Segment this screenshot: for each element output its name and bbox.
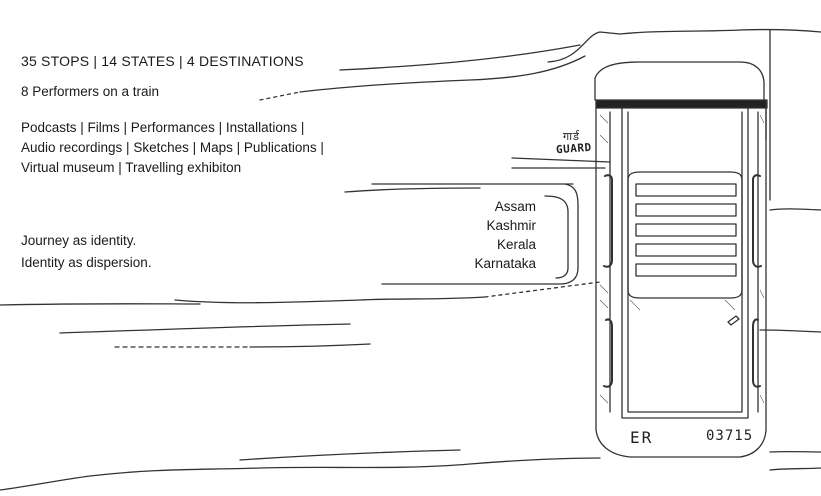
louver (635, 183, 737, 197)
media-line: Podcasts | Films | Performances | Instal… (21, 120, 305, 135)
handle (603, 174, 613, 268)
wind-line (547, 28, 821, 63)
guard-label: GUARD (555, 140, 593, 157)
media-line: Virtual museum | Travelling exhibiton (21, 160, 242, 175)
wind-line (484, 281, 601, 298)
window-frame (381, 183, 579, 285)
louver (635, 243, 737, 257)
wind-line (759, 329, 821, 333)
wind-line (511, 157, 611, 163)
coach-code: ER (630, 428, 654, 447)
destination-item: Kerala (496, 237, 536, 252)
door-window (627, 171, 743, 299)
destination-item: Karnataka (474, 256, 536, 271)
handle (603, 318, 613, 388)
journey-line: Identity as dispersion. (21, 255, 152, 270)
handle (752, 318, 761, 388)
media-list: Podcasts | Films | Performances | Instal… (21, 118, 324, 178)
louver (635, 203, 737, 217)
door-inner (621, 107, 749, 419)
louver (635, 223, 737, 237)
stops-states-headline: 35 STOPS | 14 STATES | 4 DESTINATIONS (21, 53, 304, 69)
door-roof (595, 99, 768, 109)
louver (635, 263, 737, 277)
wind-line (174, 296, 486, 304)
wind-line (339, 44, 581, 71)
wind-line (769, 467, 821, 471)
wind-line (299, 55, 586, 93)
media-line: Audio recordings | Sketches | Maps | Pub… (21, 140, 324, 155)
door-lock (727, 315, 740, 326)
wind-line (0, 457, 601, 491)
wind-line (769, 208, 821, 211)
guard-hindi-label: गार्ड (563, 130, 580, 143)
performers-line: 8 Performers on a train (21, 84, 160, 99)
destination-item: Kashmir (486, 218, 536, 233)
destination-item: Assam (494, 199, 536, 214)
coach-number: 03715 (706, 428, 754, 444)
journey-line: Journey as identity. (21, 233, 137, 248)
door-roof (594, 61, 765, 101)
wind-line (59, 323, 351, 334)
destinations-list: Assam Kashmir Kerala Karnataka (474, 197, 536, 273)
handle (752, 174, 762, 268)
wind-line (249, 343, 371, 348)
wind-line (344, 187, 481, 193)
door-body (595, 107, 767, 458)
door-inner (627, 111, 743, 413)
wind-line (259, 91, 301, 101)
wind-line (0, 303, 201, 306)
journey-statement: Journey as identity. Identity as dispers… (21, 231, 152, 275)
window-frame (544, 195, 569, 279)
wind-line (239, 449, 461, 461)
